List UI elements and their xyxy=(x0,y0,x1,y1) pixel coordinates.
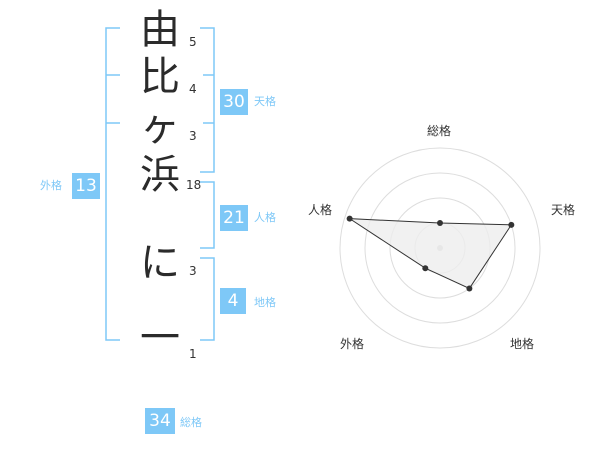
soukaku-label: 総格 xyxy=(180,416,202,429)
radar-label-jinkaku: 人格 xyxy=(308,203,333,217)
gaikaku-label: 外格 xyxy=(40,179,62,192)
name-char-5: に xyxy=(140,240,180,286)
stroke-count-1: 5 xyxy=(189,35,197,49)
chikaku-label: 地格 xyxy=(254,296,276,309)
radar-point-chikaku xyxy=(466,285,473,292)
radar-label-tenkaku: 天格 xyxy=(551,203,576,217)
name-char-2: 比 xyxy=(140,54,180,100)
radar-shape xyxy=(347,218,513,290)
jinkaku-label: 人格 xyxy=(254,211,276,224)
jinkaku-value: 21 xyxy=(220,205,248,231)
stroke-count-3: 3 xyxy=(189,129,197,143)
tenkaku-bracket xyxy=(200,27,215,173)
radar-point-jinkaku xyxy=(346,215,353,222)
stroke-count-6: 1 xyxy=(189,347,197,361)
name-char-1: 由 xyxy=(140,7,180,53)
name-char-4: 浜 xyxy=(140,152,180,198)
stroke-count-5: 3 xyxy=(189,264,197,278)
chikaku-bracket xyxy=(200,257,215,341)
radar-chart xyxy=(339,147,541,349)
radar-point-tenkaku xyxy=(508,221,515,228)
chikaku-value: 4 xyxy=(220,288,246,314)
gaikaku-bracket xyxy=(105,27,120,341)
radar-label-gaikaku: 外格 xyxy=(340,337,365,351)
name-char-3: ヶ xyxy=(140,104,180,150)
gaikaku-value: 13 xyxy=(72,173,100,199)
jinkaku-bracket xyxy=(200,181,215,249)
stroke-count-4: 18 xyxy=(186,178,202,192)
radar-label-soukaku: 総格 xyxy=(427,124,452,138)
tenkaku-label: 天格 xyxy=(254,95,276,108)
name-char-6: 一 xyxy=(140,315,180,361)
radar-point-soukaku xyxy=(437,220,443,226)
radar-point-gaikaku xyxy=(422,265,429,272)
radar-label-chikaku: 地格 xyxy=(510,337,535,351)
stroke-count-2: 4 xyxy=(189,82,197,96)
soukaku-value: 34 xyxy=(145,408,175,434)
tenkaku-value: 30 xyxy=(220,89,248,115)
